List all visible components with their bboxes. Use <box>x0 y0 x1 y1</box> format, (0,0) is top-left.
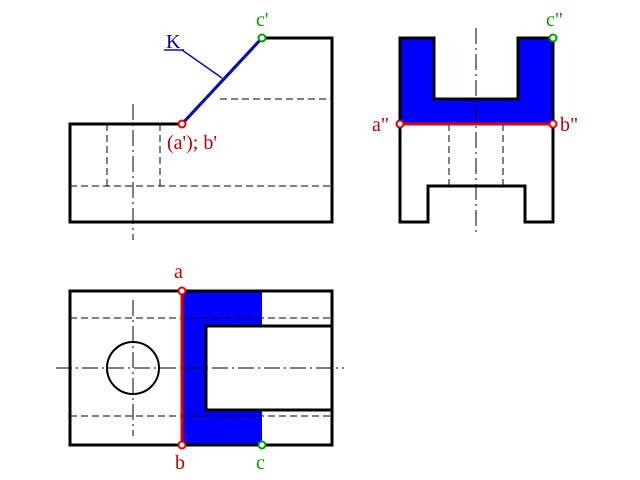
label-a: a <box>174 261 183 283</box>
plane-k-leader <box>181 49 223 79</box>
point-c-prime <box>257 33 267 43</box>
cutting-plane-k-trace <box>180 36 264 126</box>
point-a-double-prime <box>395 119 405 129</box>
top-section-fill <box>182 291 262 445</box>
label-b: b <box>175 452 185 474</box>
point-a <box>177 286 187 296</box>
front-view-outline <box>68 36 334 224</box>
point-c <box>257 440 267 450</box>
point-b <box>177 440 187 450</box>
label-c: c <box>256 452 265 474</box>
label-a-prime-b-prime: (a'); b' <box>167 132 217 154</box>
label-plane-k: K <box>166 31 181 53</box>
label-c-double-prime: c" <box>546 9 563 31</box>
side-section-fill <box>400 38 553 124</box>
point-c-double-prime <box>548 33 558 43</box>
point-b-double-prime <box>548 119 558 129</box>
label-c-prime: c' <box>256 9 268 31</box>
front-view: K c' (a'); b' <box>68 9 334 240</box>
point-ab-prime <box>177 119 187 129</box>
label-b-double-prime: b" <box>560 114 578 136</box>
top-view: a b c <box>56 261 344 474</box>
side-view-outline <box>398 36 555 224</box>
label-a-double-prime: a" <box>372 114 389 136</box>
side-view: c" a" b" <box>372 9 578 232</box>
